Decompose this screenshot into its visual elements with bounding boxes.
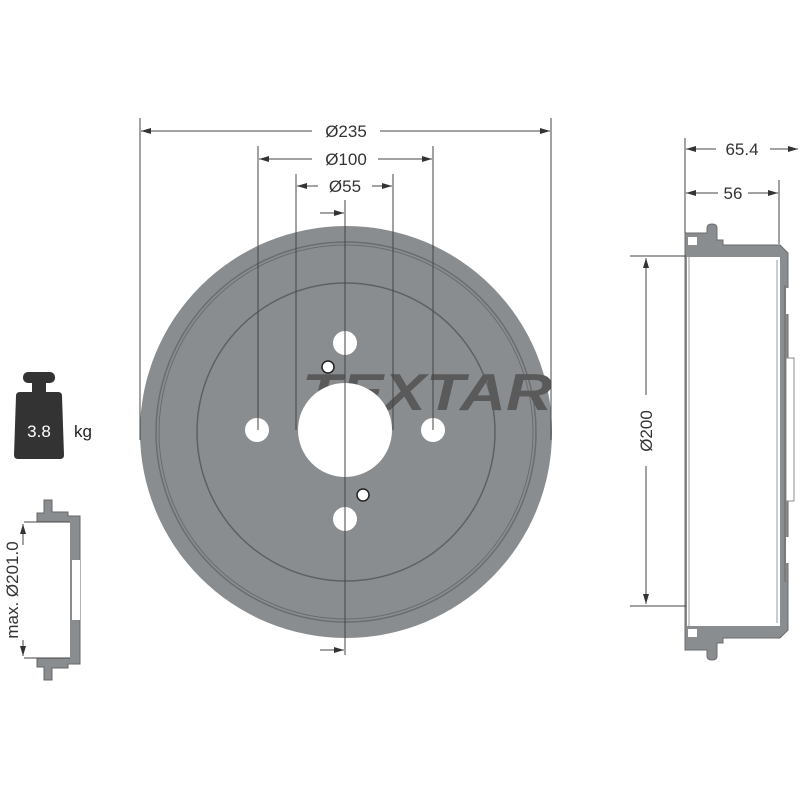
dim-center-bore: Ø55 [329,177,361,196]
dim-bolt-circle: Ø100 [325,150,367,169]
weight-unit: kg [74,422,92,441]
front-view: TEXTAR Ø235 Ø100 Ø55 [139,118,553,655]
drum-hub-line [196,282,496,582]
weight-value: 3.8 [27,422,51,441]
drum-ring-line-2 [158,244,534,620]
dim-braking-diameter: Ø200 [637,410,656,452]
side-view: 65.4 56 Ø200 [630,138,798,661]
weight-block: 3.8 kg [14,372,92,459]
dim-total-height: 65.4 [725,140,758,159]
drum-ring-line-1 [155,241,537,623]
bolt-hole-left [245,418,269,442]
dim-outer-diameter: Ø235 [325,122,367,141]
wear-cavity [25,522,70,658]
pin-hole-upper [321,360,335,374]
wear-limit-block: max. Ø201.0 [3,499,81,681]
weight-icon [14,372,64,459]
wear-limit-label: max. Ø201.0 [3,541,22,638]
pin-hole-lower [356,488,370,502]
dim-inner-depth: 56 [724,184,743,203]
drum-cavity [687,257,780,626]
